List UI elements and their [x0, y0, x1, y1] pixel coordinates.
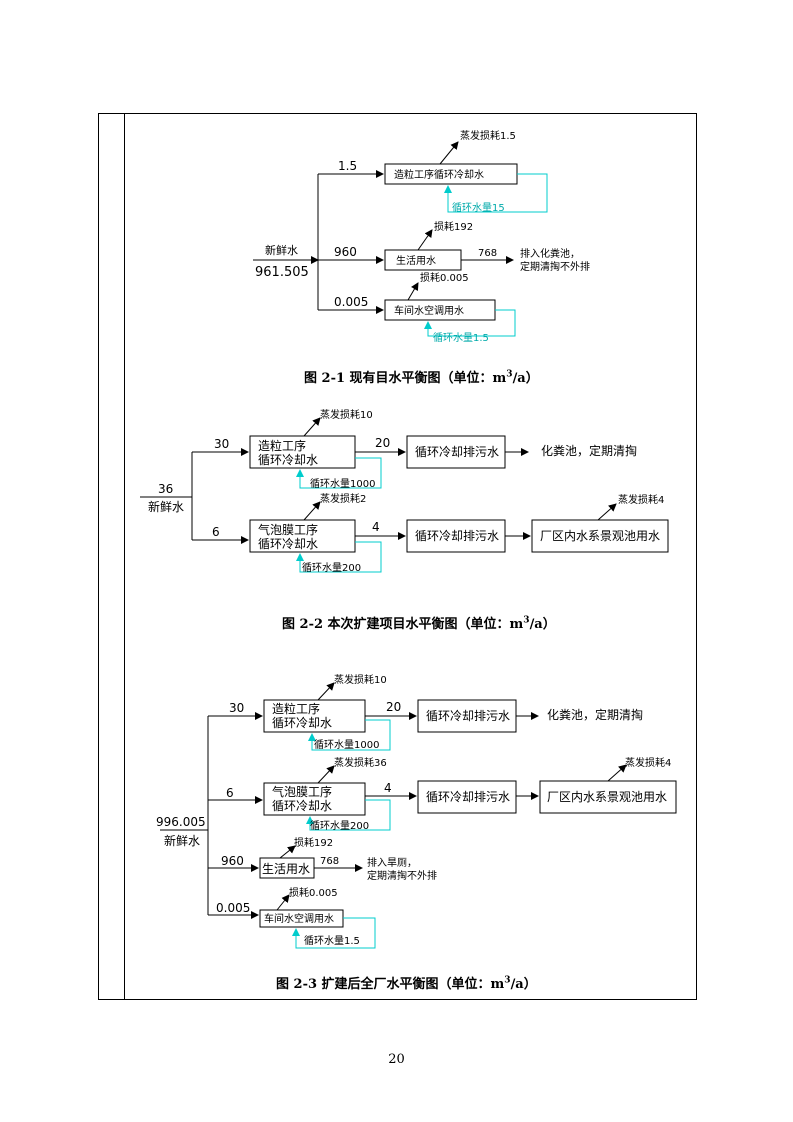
fig1-loss3: 损耗0.005 — [420, 271, 469, 284]
figure-2-2-caption: 图 2-2 本次扩建项目水平衡图（单位：m3/a） — [282, 615, 556, 632]
fig3-recycle1: 循环水量1000 — [314, 738, 379, 751]
fig2-box1-line1: 造粒工序 — [258, 438, 306, 453]
fig3-box1-line2: 循环冷却水 — [272, 716, 332, 730]
figure-2-1-caption: 图 2-1 现有目水平衡图（单位：m3/a） — [304, 369, 539, 386]
fig3-loss3: 损耗192 — [294, 836, 333, 849]
fig3-recycle4: 循环水量1.5 — [304, 934, 360, 947]
fig3-branch3-value: 960 — [221, 854, 244, 868]
frame-divider — [124, 113, 125, 999]
figure-2-3-recycle — [292, 719, 391, 949]
figure-2-1-recycle — [424, 173, 548, 337]
fig1-recycle3: 循环水量1.5 — [433, 331, 489, 344]
fig3-dest1: 化粪池，定期清掏 — [547, 707, 643, 722]
fig3-box2-line1: 气泡膜工序 — [272, 784, 332, 799]
fig2-branch1-value: 30 — [214, 437, 229, 451]
fig3-box3-label: 生活用水 — [262, 862, 310, 876]
fig1-branch1-value: 1.5 — [338, 159, 357, 173]
fig1-loss1: 蒸发损耗1.5 — [460, 129, 516, 142]
figure-2-2-recycle — [296, 457, 382, 573]
fig1-branch3-value: 0.005 — [334, 295, 368, 309]
fig3-source-value: 996.005 — [156, 815, 206, 829]
fig1-loss2: 损耗192 — [434, 220, 473, 233]
fig3-box1-line1: 造粒工序 — [272, 701, 320, 716]
fig1-out-line2: 定期清掏不外排 — [520, 260, 590, 273]
figure-2-3 — [160, 682, 677, 928]
fig2-out2-value: 4 — [372, 520, 380, 534]
page-number: 20 — [388, 1052, 405, 1067]
fig1-box3-label: 车间水空调用水 — [394, 304, 464, 317]
fig2-source-label: 新鲜水 — [148, 499, 184, 514]
fig3-out-box2: 循环冷却排污水 — [426, 790, 510, 804]
fig2-recycle2: 循环水量200 — [302, 561, 361, 574]
figure-2-2 — [140, 417, 669, 553]
fig1-out-value: 768 — [478, 248, 497, 259]
fig1-recycle1: 循环水量15 — [452, 201, 505, 214]
fig2-loss2: 蒸发损耗2 — [320, 492, 366, 505]
fig2-box2-line1: 气泡膜工序 — [258, 522, 318, 537]
fig2-dest1: 化粪池，定期清掏 — [541, 443, 637, 458]
fig2-loss1: 蒸发损耗10 — [320, 408, 373, 421]
fig3-out1-value: 20 — [386, 700, 401, 714]
fig1-out-line1: 排入化粪池， — [520, 247, 580, 260]
fig3-loss2: 蒸发损耗36 — [334, 756, 387, 769]
fig2-out-box1: 循环冷却排污水 — [415, 445, 499, 459]
fig3-out3-line1: 排入旱厕， — [367, 856, 417, 869]
fig2-out-box2: 循环冷却排污水 — [415, 529, 499, 543]
fig3-dest-box2: 厂区内水系景观池用水 — [547, 790, 667, 804]
fig2-box2-line2: 循环冷却水 — [258, 537, 318, 551]
fig1-branch2-value: 960 — [334, 245, 357, 259]
fig3-dest-loss: 蒸发损耗4 — [625, 756, 671, 769]
fig3-box2-line2: 循环冷却水 — [272, 799, 332, 813]
fig1-box1-label: 造粒工序循环冷却水 — [394, 168, 484, 181]
figure-2-3-caption: 图 2-3 扩建后全厂水平衡图（单位：m3/a） — [276, 975, 537, 992]
fig3-branch1-value: 30 — [229, 701, 244, 715]
fig3-branch4-value: 0.005 — [216, 901, 250, 915]
fig3-out-box1: 循环冷却排污水 — [426, 709, 510, 723]
fig2-out1-value: 20 — [375, 436, 390, 450]
fig2-dest-box2: 厂区内水系景观池用水 — [540, 529, 660, 543]
fig3-source-label: 新鲜水 — [164, 833, 200, 848]
fig3-branch2-value: 6 — [226, 786, 234, 800]
fig3-out3-value: 768 — [320, 856, 339, 867]
fig1-box2-label: 生活用水 — [396, 254, 436, 267]
fig3-loss4: 损耗0.005 — [289, 886, 338, 899]
fig2-recycle1: 循环水量1000 — [310, 477, 375, 490]
fig3-recycle2: 循环水量200 — [310, 819, 369, 832]
fig2-source-value: 36 — [158, 482, 173, 496]
fig3-box4-label: 车间水空调用水 — [264, 912, 334, 925]
figure-2-1 — [253, 141, 518, 321]
fig3-loss1: 蒸发损耗10 — [334, 673, 387, 686]
page-frame — [98, 113, 697, 1000]
fig3-out2-value: 4 — [384, 781, 392, 795]
fig2-dest-loss: 蒸发损耗4 — [618, 493, 664, 506]
fig1-source-value: 961.505 — [255, 265, 309, 280]
fig1-source-label: 新鲜水 — [265, 243, 298, 257]
fig2-branch2-value: 6 — [212, 525, 220, 539]
fig3-out3-line2: 定期清掏不外排 — [367, 869, 437, 882]
fig2-box1-line2: 循环冷却水 — [258, 453, 318, 467]
